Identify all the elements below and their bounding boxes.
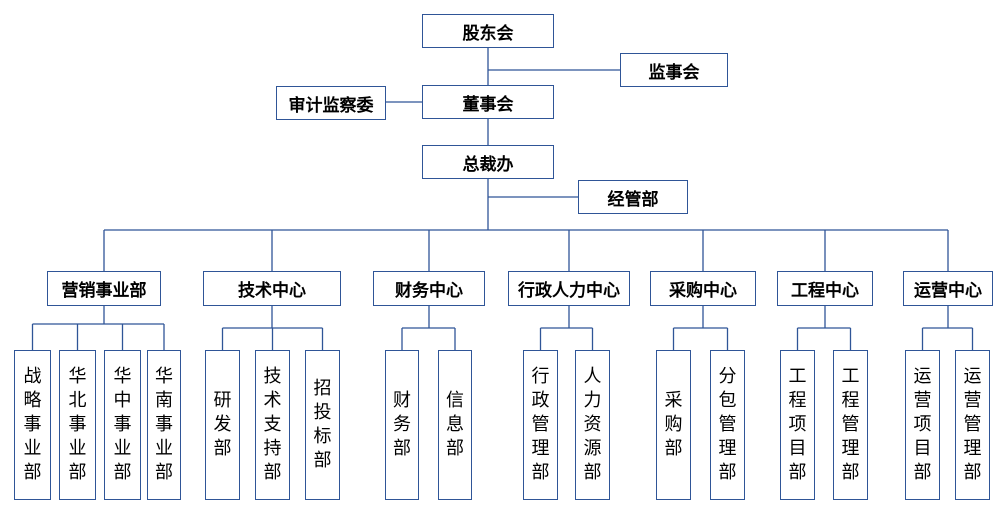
audit-committee-box: 审计监察委 [276,86,386,120]
department-purchasing-1: 分包管理部 [710,350,745,500]
operations-dept-box: 经管部 [578,180,688,214]
center-tech: 技术中心 [203,271,341,306]
department-tech-2: 招投标部 [305,350,340,500]
department-bu-1: 华北事业部 [59,350,96,500]
ceo-office-box: 总裁办 [422,145,554,179]
department-label: 华北事业部 [68,366,87,483]
department-label: 信息部 [445,390,464,459]
center-operations: 运营中心 [903,271,993,306]
department-admin-hr-1: 人力资源部 [575,350,610,500]
department-label: 行政管理部 [531,366,550,483]
department-operations-0: 运营项目部 [905,350,940,500]
department-engineering-1: 工程管理部 [833,350,868,500]
department-label: 采购部 [664,390,683,459]
center-admin-hr: 行政人力中心 [508,271,630,306]
department-label: 研发部 [213,390,232,459]
department-label: 运营项目部 [913,366,932,483]
center-finance: 财务中心 [373,271,485,306]
department-label: 工程项目部 [788,366,807,483]
department-label: 运营管理部 [963,366,982,483]
center-bu: 营销事业部 [47,271,161,306]
department-label: 招投标部 [313,378,332,471]
department-label: 财务部 [392,390,411,459]
center-purchasing: 采购中心 [650,271,756,306]
department-operations-1: 运营管理部 [955,350,990,500]
department-label: 分包管理部 [718,366,737,483]
supervisors-box: 监事会 [620,53,728,87]
department-finance-0: 财务部 [385,350,419,500]
department-label: 华南事业部 [154,366,173,483]
department-bu-3: 华南事业部 [147,350,181,500]
department-label: 战略事业部 [23,366,42,483]
department-bu-0: 战略事业部 [14,350,51,500]
department-label: 华中事业部 [113,366,132,483]
department-tech-0: 研发部 [205,350,240,500]
department-purchasing-0: 采购部 [656,350,691,500]
department-tech-1: 技术支持部 [255,350,290,500]
department-label: 技术支持部 [263,366,282,483]
department-admin-hr-0: 行政管理部 [523,350,558,500]
shareholders-box: 股东会 [422,14,554,48]
center-engineering: 工程中心 [777,271,873,306]
department-finance-1: 信息部 [438,350,472,500]
department-label: 人力资源部 [583,366,602,483]
department-bu-2: 华中事业部 [104,350,141,500]
department-engineering-0: 工程项目部 [780,350,815,500]
department-label: 工程管理部 [841,366,860,483]
board-box: 董事会 [422,85,554,119]
